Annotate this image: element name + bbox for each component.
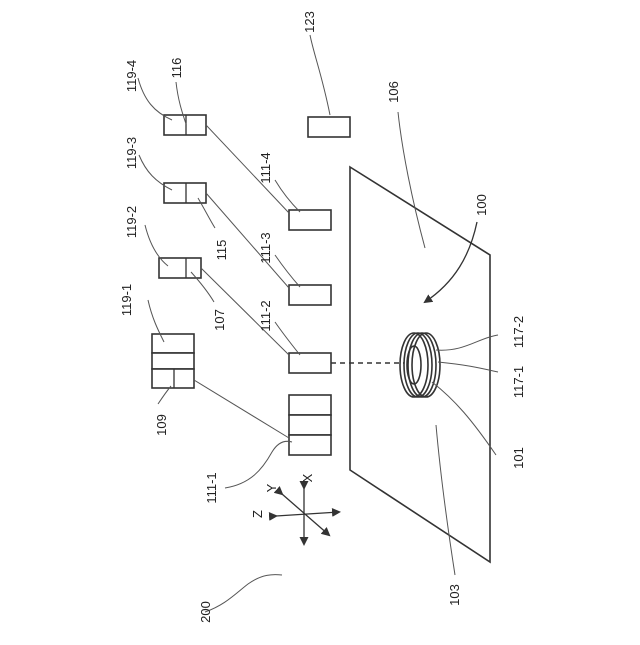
box-111-1: [289, 395, 331, 455]
label-123: 123: [302, 11, 317, 33]
plate-106: [350, 167, 490, 562]
label-117-1: 117-1: [511, 366, 526, 398]
box-111-4: [289, 210, 331, 230]
leader-107: [191, 272, 214, 302]
leader-111-2: [275, 322, 300, 355]
label-117-2: 117-2: [511, 316, 526, 348]
leader-111-1: [225, 441, 292, 488]
box-111-2: [289, 353, 331, 373]
label-111-1: 111-1: [204, 472, 219, 503]
label-119-1: 119-1: [119, 284, 134, 316]
label-111-3: 111-3: [258, 232, 273, 263]
label-107: 107: [212, 309, 227, 331]
label-119-2: 119-2: [124, 206, 139, 238]
box-111-3: [289, 285, 331, 305]
box-group-109: [152, 334, 194, 388]
box-123: [308, 117, 350, 137]
label-111-4: 111-4: [258, 152, 273, 183]
label-101: 101: [511, 447, 526, 469]
label-116: 116: [169, 58, 184, 79]
label-103: 103: [447, 584, 462, 606]
axis-label-z: Z: [250, 510, 265, 518]
leader-119-4: [138, 78, 172, 120]
axis-diagonal: [282, 494, 329, 535]
label-200: 200: [198, 601, 213, 623]
coordinate-axes: X Y Z: [250, 473, 339, 544]
label-119-3: 119-3: [124, 137, 139, 169]
axis-label-y: Y: [264, 483, 279, 492]
label-111-2: 111-2: [258, 300, 273, 331]
label-100: 100: [474, 194, 489, 216]
label-109: 109: [154, 414, 169, 436]
label-115: 115: [214, 240, 229, 261]
label-106: 106: [386, 81, 401, 103]
leader-111-3: [275, 255, 300, 287]
label-119-4: 119-4: [124, 60, 139, 92]
connector-lines: [194, 125, 289, 438]
leader-111-4: [275, 180, 300, 212]
box-116: [164, 115, 206, 135]
box-107: [159, 258, 201, 278]
leader-200: [205, 575, 282, 612]
leader-123: [310, 35, 330, 115]
axis-label-x: X: [300, 473, 315, 482]
